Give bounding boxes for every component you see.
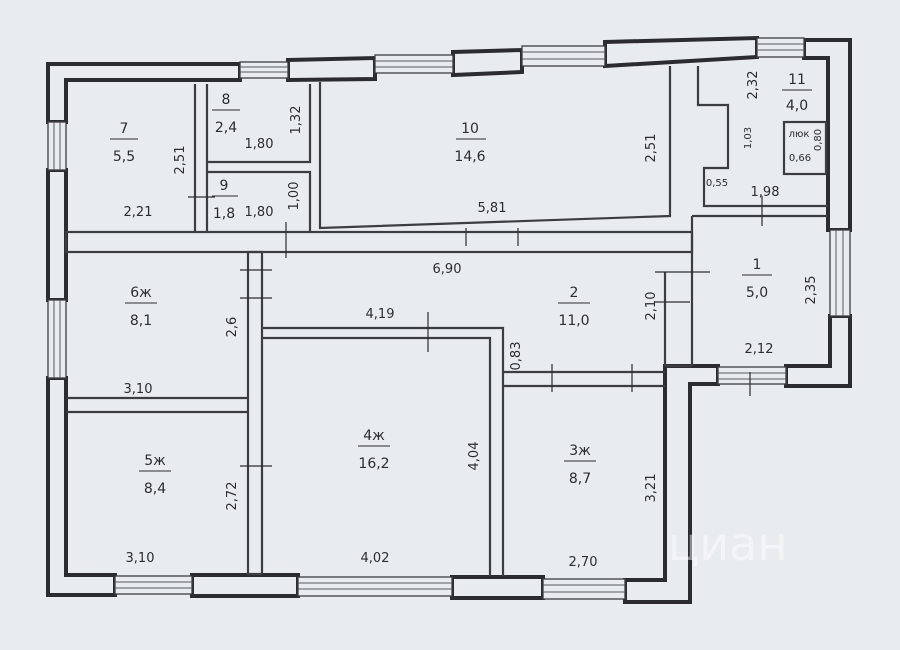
- dimension-label: 1,80: [245, 205, 274, 220]
- room-number: 8: [222, 92, 231, 108]
- dimension-label: 2,6: [225, 317, 240, 338]
- dimension-label: 0,83: [509, 342, 524, 371]
- room-number: 3ж: [569, 443, 591, 459]
- room-number: 11: [788, 72, 806, 88]
- dimension-label: 0,55: [706, 178, 728, 189]
- window: [47, 299, 67, 379]
- dimension-label: 0,80: [813, 129, 824, 151]
- window: [542, 578, 626, 600]
- room-label-7: 7 5,5: [110, 121, 138, 165]
- window: [239, 61, 289, 79]
- window: [829, 229, 851, 317]
- dimension-label: 2,70: [569, 555, 598, 570]
- interior-walls: [64, 66, 828, 576]
- dimension-label: 3,10: [124, 382, 153, 397]
- dimension-labels: 2,51 2,21 1,80 1,32 1,80 1,00 2,51 5,81 …: [124, 71, 824, 570]
- dimension-label: 0,66: [789, 153, 811, 164]
- room-number: 4ж: [363, 428, 385, 444]
- dimension-label: 6,90: [433, 262, 462, 277]
- room-label-9: 9 1,8: [212, 178, 238, 222]
- room-area: 2,4: [215, 120, 237, 136]
- room-label-8: 8 2,4: [212, 92, 240, 136]
- room-label-10: 10 14,6: [454, 121, 486, 165]
- outer-wall: [451, 47, 524, 78]
- window: [521, 45, 606, 67]
- room-number: 9: [220, 178, 229, 194]
- outer-wall: [784, 314, 852, 388]
- room-label-6zh: 6ж 8,1: [125, 285, 157, 329]
- dimension-label: 2,12: [745, 342, 774, 357]
- window: [47, 121, 67, 171]
- room-area: 8,4: [144, 481, 166, 497]
- dimension-label: 2,32: [746, 71, 761, 100]
- dimension-label: 3,21: [644, 474, 659, 503]
- room-number: 7: [120, 121, 129, 137]
- dimension-label: 2,72: [225, 482, 240, 511]
- outer-wall: [286, 55, 377, 83]
- door-marks: [188, 196, 763, 467]
- window: [717, 366, 787, 385]
- window: [374, 54, 454, 74]
- room-label-1: 1 5,0: [742, 257, 772, 301]
- room-number: 5ж: [144, 453, 166, 469]
- room-number: 10: [461, 121, 479, 137]
- dimension-label: 1,80: [245, 137, 274, 152]
- dimension-label: 2,35: [804, 276, 819, 305]
- outer-wall: [603, 35, 759, 69]
- window: [756, 37, 805, 58]
- dimension-label: 1,03: [743, 127, 754, 149]
- room-label-2: 2 11,0: [558, 285, 590, 329]
- room-area: 8,1: [130, 313, 152, 329]
- room-number: 6ж: [130, 285, 152, 301]
- room-number: 2: [570, 285, 579, 301]
- dimension-label: 1,32: [289, 106, 304, 135]
- room-label-11: 11 4,0: [782, 72, 812, 114]
- dimension-label: 3,10: [126, 551, 155, 566]
- hatch-label: люк: [789, 129, 810, 140]
- room-area: 1,8: [213, 206, 235, 222]
- room-number: 1: [753, 257, 762, 273]
- dimension-label: 1,98: [751, 185, 780, 200]
- outer-wall: [190, 573, 300, 598]
- room-label-3zh: 3ж 8,7: [564, 443, 596, 487]
- dimension-label: 2,10: [644, 292, 659, 321]
- window: [114, 575, 193, 595]
- room-area: 11,0: [558, 313, 589, 329]
- dimension-label: 2,21: [124, 205, 153, 220]
- watermark: циан: [668, 517, 787, 571]
- dimension-label: 2,51: [644, 134, 659, 163]
- room-label-5zh: 5ж 8,4: [139, 453, 171, 497]
- window: [297, 576, 453, 597]
- room-label-4zh: 4ж 16,2: [358, 428, 390, 472]
- room-area: 5,0: [746, 285, 768, 301]
- room-area: 4,0: [786, 98, 808, 114]
- dimension-label: 5,81: [478, 201, 507, 216]
- dimension-label: 2,51: [173, 146, 188, 175]
- room-area: 8,7: [569, 471, 591, 487]
- room-area: 14,6: [454, 149, 485, 165]
- outer-wall: [46, 376, 117, 597]
- outer-wall: [450, 575, 545, 600]
- outer-wall: [46, 168, 68, 302]
- room-area: 5,5: [113, 149, 135, 165]
- room-area: 16,2: [358, 456, 389, 472]
- outer-wall: [46, 62, 242, 124]
- dimension-label: 4,19: [366, 307, 395, 322]
- dimension-label: 4,04: [467, 442, 482, 471]
- dimension-label: 4,02: [361, 551, 390, 566]
- dimension-label: 1,00: [287, 182, 302, 211]
